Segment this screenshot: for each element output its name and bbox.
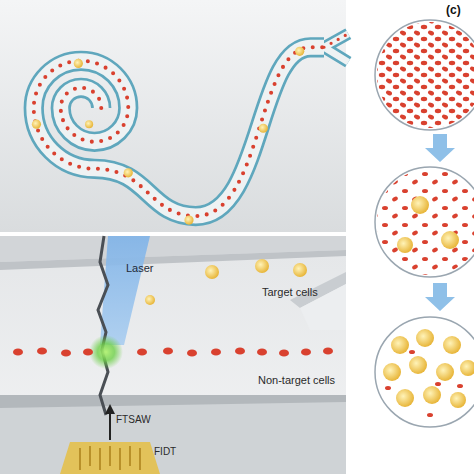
electrode-label: FIDT	[154, 446, 176, 457]
cell-label: Target cells	[262, 286, 318, 298]
cell-label: Non-target cells	[258, 374, 335, 386]
laser-label: Laser	[126, 262, 154, 274]
wave-label: FTSAW	[116, 414, 151, 425]
panel-letter: (c)	[446, 4, 461, 17]
